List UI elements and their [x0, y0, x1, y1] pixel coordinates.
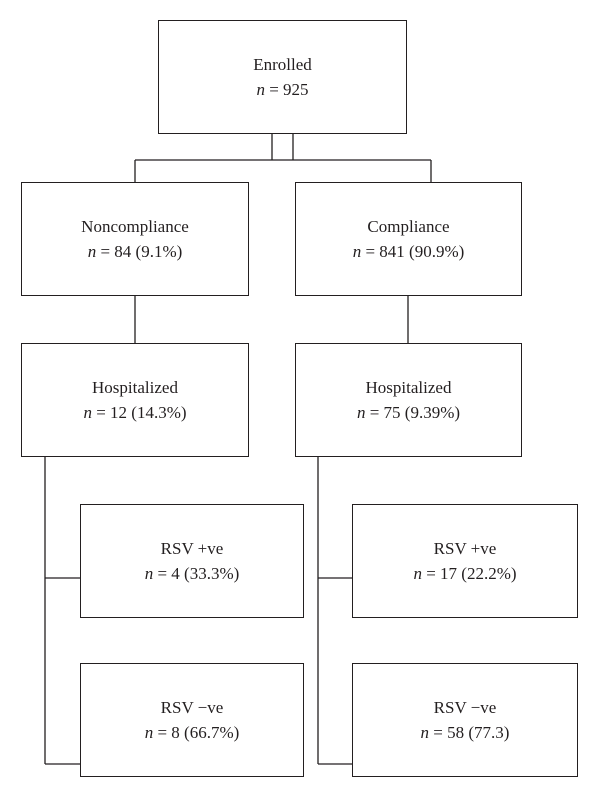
hospitalized-noncompliance-box: Hospitalized n = 12 (14.3%) — [21, 343, 249, 457]
hospitalized-noncompliance-value: = 12 (14.3%) — [96, 403, 187, 422]
hospitalized-noncompliance-count: n = 12 (14.3%) — [83, 400, 186, 425]
rsv-negative-compliance-box: RSV −ve n = 58 (77.3) — [352, 663, 578, 777]
compliance-value: = 841 (90.9%) — [365, 242, 465, 261]
noncompliance-label: Noncompliance — [81, 217, 189, 236]
compliance-box: Compliance n = 841 (90.9%) — [295, 182, 522, 296]
rsv-positive-compliance-count: n = 17 (22.2%) — [413, 561, 516, 586]
compliance-count: n = 841 (90.9%) — [353, 239, 465, 264]
rsv-positive-noncompliance-count: n = 4 (33.3%) — [145, 561, 240, 586]
hospitalized-compliance-value: = 75 (9.39%) — [369, 403, 461, 422]
n-symbol: n — [144, 723, 154, 742]
rsv-negative-noncompliance-box: RSV −ve n = 8 (66.7%) — [80, 663, 304, 777]
rsv-positive-noncompliance-value: = 4 (33.3%) — [157, 564, 240, 583]
rsv-negative-noncompliance-value: = 8 (66.7%) — [157, 723, 240, 742]
enrolled-box: Enrolled n = 925 — [158, 20, 407, 134]
noncompliance-box: Noncompliance n = 84 (9.1%) — [21, 182, 249, 296]
rsv-negative-compliance-count: n = 58 (77.3) — [421, 720, 510, 745]
hospitalized-compliance-count: n = 75 (9.39%) — [357, 400, 460, 425]
compliance-label: Compliance — [367, 217, 450, 236]
n-symbol: n — [420, 723, 430, 742]
n-symbol: n — [413, 564, 422, 583]
hospitalized-compliance-box: Hospitalized n = 75 (9.39%) — [295, 343, 522, 457]
rsv-positive-noncompliance-box: RSV +ve n = 4 (33.3%) — [80, 504, 304, 618]
rsv-positive-compliance-value: = 17 (22.2%) — [426, 564, 517, 583]
rsv-positive-compliance-label: RSV +ve — [433, 539, 497, 558]
rsv-negative-noncompliance-count: n = 8 (66.7%) — [145, 720, 240, 745]
n-symbol: n — [256, 80, 265, 99]
n-symbol: n — [144, 564, 154, 583]
enrolled-value: = 925 — [269, 80, 309, 99]
hospitalized-compliance-label: Hospitalized — [365, 378, 452, 397]
enrolled-label: Enrolled — [253, 55, 312, 74]
rsv-negative-noncompliance-label: RSV −ve — [160, 698, 224, 717]
rsv-negative-compliance-value: = 58 (77.3) — [433, 723, 510, 742]
n-symbol: n — [83, 403, 92, 422]
noncompliance-count: n = 84 (9.1%) — [88, 239, 183, 264]
noncompliance-value: = 84 (9.1%) — [100, 242, 183, 261]
enrolled-count: n = 925 — [256, 77, 308, 102]
n-symbol: n — [87, 242, 97, 261]
rsv-positive-noncompliance-label: RSV +ve — [160, 539, 224, 558]
hospitalized-noncompliance-label: Hospitalized — [92, 378, 178, 397]
n-symbol: n — [352, 242, 362, 261]
rsv-negative-compliance-label: RSV −ve — [433, 698, 497, 717]
rsv-positive-compliance-box: RSV +ve n = 17 (22.2%) — [352, 504, 578, 618]
n-symbol: n — [356, 403, 366, 422]
